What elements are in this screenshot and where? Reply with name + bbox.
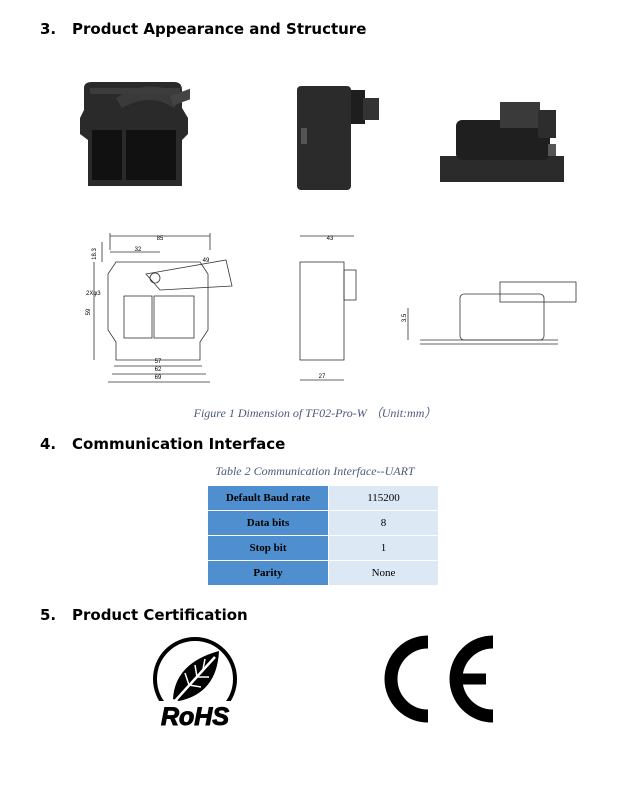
dim-69: 69	[155, 375, 162, 381]
dimension-drawing-front: 85 32 49 18.3 59 2Xφ3 57 62 69	[86, 233, 233, 383]
section-title: Communication Interface	[72, 435, 286, 453]
rohs-logo-icon: RoHS	[149, 637, 241, 730]
product-photo-top	[440, 102, 564, 182]
table-key: Stop bit	[207, 535, 329, 561]
section-title: Product Appearance and Structure	[72, 20, 367, 38]
table-value: 8	[328, 510, 439, 536]
figure-1-caption: Figure 1 Dimension of TF02-Pro-W （Unit:m…	[193, 406, 437, 420]
table-key: Default Baud rate	[207, 485, 329, 511]
dim-2x-hole: 2Xφ3	[86, 291, 101, 297]
dim-62: 62	[155, 367, 162, 373]
dim-43: 43	[327, 236, 334, 242]
section-5-heading: 5. Product Certification	[40, 606, 248, 624]
dim-59: 59	[86, 308, 92, 315]
section-number: 3.	[40, 20, 57, 38]
table-value: None	[328, 560, 439, 586]
section-3-heading: 3. Product Appearance and Structure	[40, 20, 366, 38]
dim-27: 27	[319, 374, 326, 380]
uart-table: Default Baud rate 115200 Data bits 8 Sto…	[207, 485, 439, 586]
table-key: Data bits	[207, 510, 329, 536]
table-2-caption: Table 2 Communication Interface--UART	[215, 464, 415, 478]
rohs-text: RoHS	[161, 703, 229, 730]
table-key: Parity	[207, 560, 329, 586]
table-value: 1	[328, 535, 439, 561]
dimension-drawing-top: 3.5	[402, 281, 577, 345]
dim-18-3: 18.3	[92, 248, 98, 260]
section-number: 4.	[40, 435, 57, 453]
table-value: 115200	[328, 485, 439, 511]
section-4-heading: 4. Communication Interface	[40, 435, 285, 453]
table-row: Parity None	[207, 560, 439, 586]
table-row: Default Baud rate 115200	[207, 485, 439, 511]
product-photo-side	[297, 86, 379, 190]
table-row: Stop bit 1	[207, 535, 439, 561]
table-row: Data bits 8	[207, 510, 439, 536]
dimension-drawing-side: 43 27	[299, 235, 357, 381]
dim-3-5: 3.5	[402, 313, 408, 322]
dim-57: 57	[155, 359, 162, 365]
dim-85: 85	[157, 236, 164, 242]
dim-49: 49	[203, 258, 210, 264]
ce-mark-icon	[384, 635, 494, 723]
product-photo-front	[80, 82, 190, 186]
dim-32: 32	[135, 247, 142, 253]
section-number: 5.	[40, 606, 57, 624]
section-title: Product Certification	[72, 606, 248, 624]
